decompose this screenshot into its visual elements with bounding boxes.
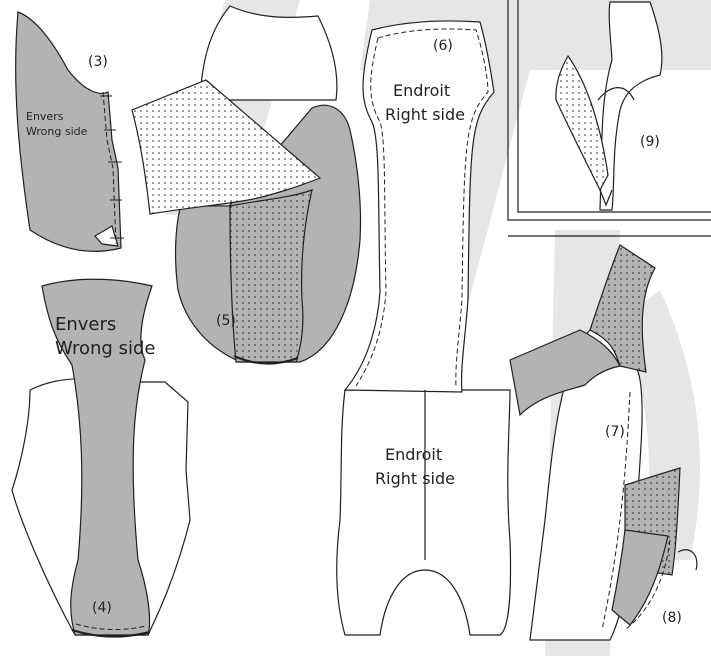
step-8-label: (8) [662,610,682,626]
right-side-label-6b: Right side [375,469,455,488]
step-6-label: (6) [433,38,453,54]
piece-5-left [176,206,236,360]
panel-step-4: Envers Wrong side (4) [12,279,190,636]
step-7-label: (7) [605,424,625,440]
step-5-label: (5) [216,313,236,329]
piece-5-top [200,6,337,100]
piece-9-left [556,56,608,190]
piece-6-bottom [337,390,511,635]
envers-label-4: Envers [55,314,116,335]
right-side-label-6: Right side [385,105,465,124]
wrong-side-label-3: Wrong side [26,125,88,138]
endroit-label-6: Endroit [393,81,450,100]
panel-step-3: (3) Envers Wrong side [16,12,124,251]
envers-label-3: Envers [26,110,64,123]
step-3-label: (3) [88,54,108,70]
endroit-label-6b: Endroit [385,445,442,464]
step-4-label: (4) [92,600,112,616]
step-9-label: (9) [640,134,660,150]
piece-5-center [230,190,312,362]
panel-step-5: (5) [132,6,361,364]
wrong-side-label-4: Wrong side [55,338,155,359]
